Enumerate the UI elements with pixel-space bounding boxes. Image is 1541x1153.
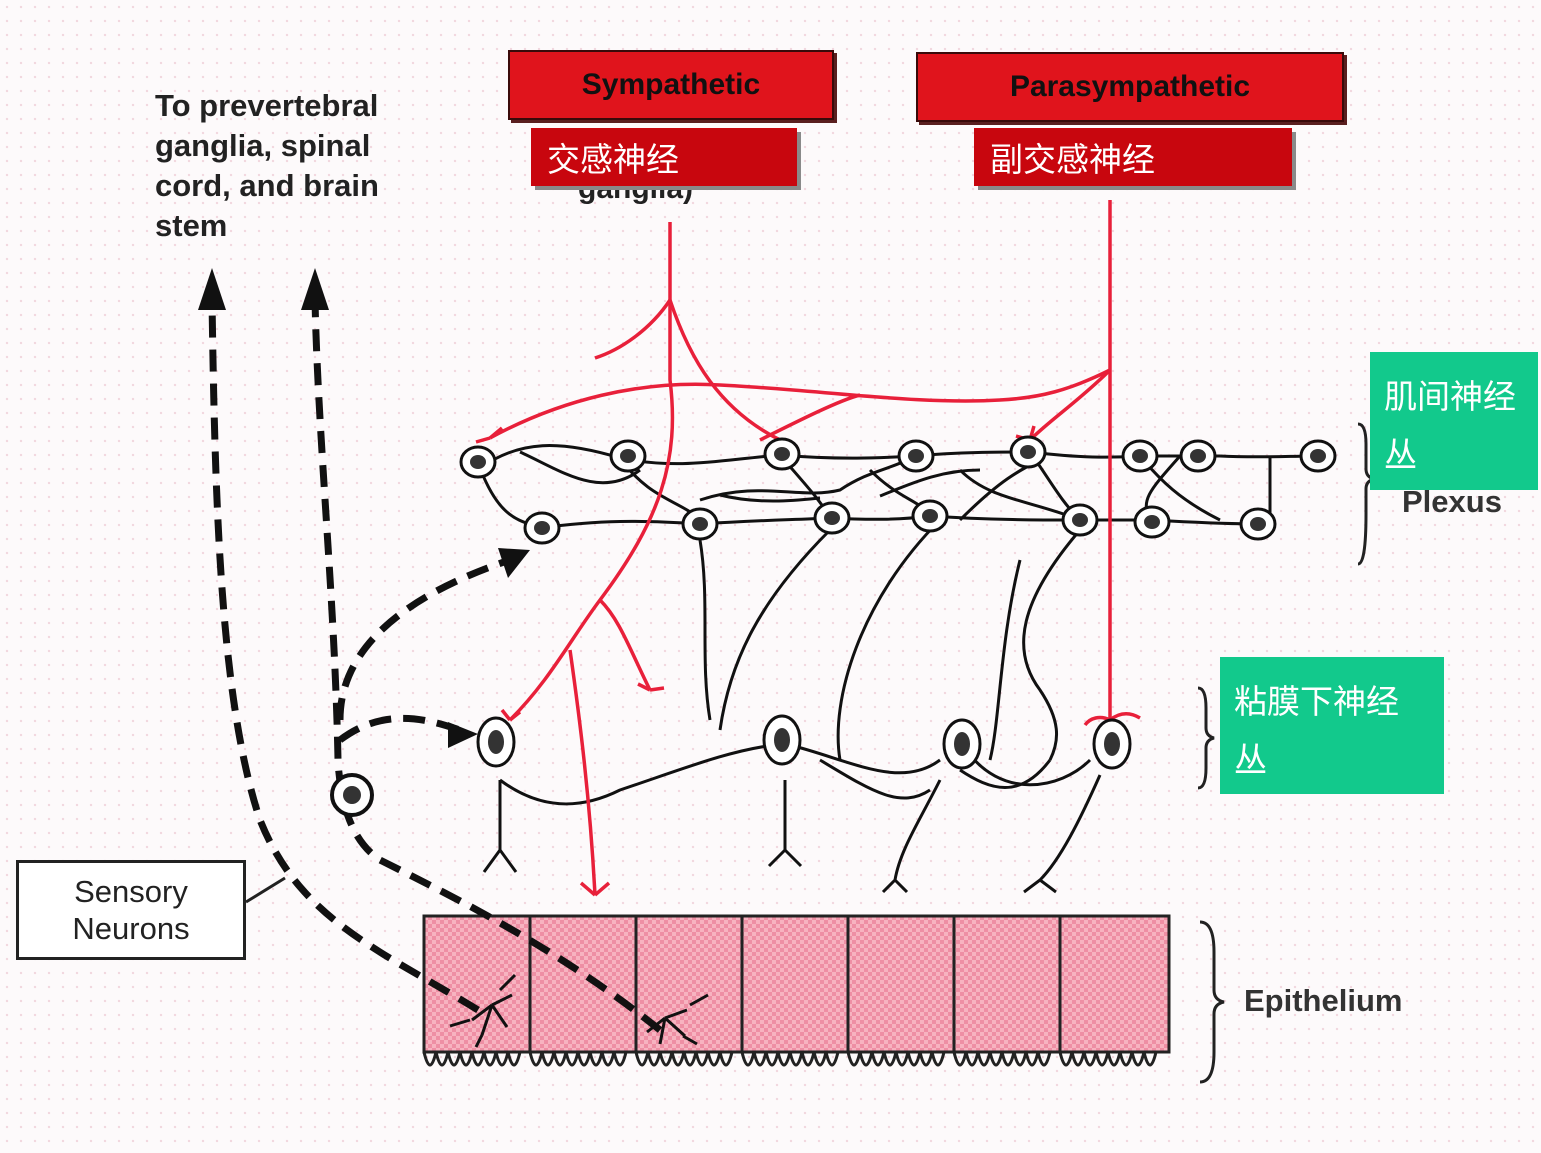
destination-text: To prevertebral ganglia, spinal cord, an… (155, 88, 379, 243)
neuron (476, 716, 516, 768)
neuron (897, 439, 935, 473)
epithelium-layer (422, 914, 1171, 1067)
submucosal-bracket (1197, 686, 1215, 790)
sympathetic-cn-label: 交感神经 (531, 128, 797, 186)
myenteric-plexus-cn-label: 肌间神经丛 (1370, 352, 1538, 490)
neuron (609, 439, 647, 473)
sensory-neurons-label: Sensory Neurons (16, 860, 246, 960)
sensory-neuron-cell (330, 773, 374, 817)
neuron (1061, 503, 1099, 537)
sympathetic-label: Sympathetic (508, 50, 834, 120)
submucosal-plexus-cn-label: 粘膜下神经丛 (1220, 657, 1444, 794)
neuron (762, 714, 802, 766)
epithelium-bracket (1199, 920, 1225, 1084)
sensory-neurons-text: Sensory Neurons (72, 874, 190, 946)
myenteric-neurons (459, 435, 1337, 545)
neuron (1092, 718, 1132, 770)
sensory-leader-line (245, 876, 286, 904)
neuron (1121, 439, 1159, 473)
neuron (1009, 435, 1047, 469)
neuron (813, 501, 851, 535)
myenteric-network (478, 444, 1321, 761)
parasympathetic-label: Parasympathetic (916, 52, 1344, 122)
neuron (1179, 439, 1217, 473)
parasympathetic-cn-label: 副交感神经 (974, 128, 1292, 186)
epithelium-label: Epithelium (1244, 983, 1403, 1018)
neuron (942, 718, 982, 770)
neuron (911, 499, 949, 533)
neuron (459, 445, 497, 479)
neuron (1299, 439, 1337, 473)
submucosal-network (482, 743, 1102, 894)
neuron (1239, 507, 1277, 541)
microvilli (422, 1051, 1158, 1067)
neuron (523, 511, 561, 545)
arrowheads (198, 268, 530, 748)
neuron (1133, 505, 1171, 539)
autonomic-nerves (475, 200, 1141, 897)
neuron (763, 437, 801, 471)
submucosal-neurons (476, 714, 1132, 770)
neuron (681, 507, 719, 541)
